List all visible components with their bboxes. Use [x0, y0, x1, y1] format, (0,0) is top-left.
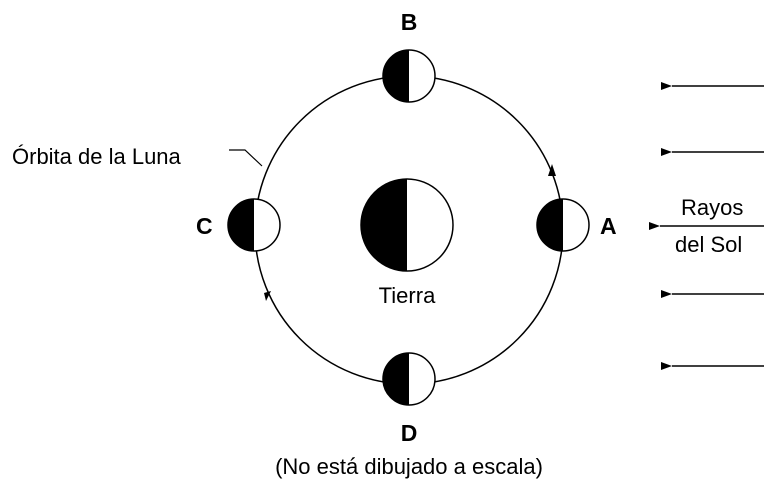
moon-b: [382, 49, 436, 103]
sun-rays-label-line1: Rayos: [681, 195, 743, 220]
moon-d-label: D: [401, 420, 418, 446]
orbit-direction-arrow-left: [264, 291, 271, 301]
orbit-label: Órbita de la Luna: [12, 144, 182, 169]
orbit-direction-arrow-right: [548, 164, 556, 176]
moon-a: [536, 198, 590, 252]
earth-label: Tierra: [379, 283, 436, 308]
scale-note: (No está dibujado a escala): [275, 454, 543, 479]
sun-rays-label-line2: del Sol: [675, 232, 742, 257]
moon-d: [382, 352, 436, 406]
earth: [360, 178, 454, 272]
orbit-leader-line: [229, 149, 263, 167]
moon-b-label: B: [401, 9, 418, 35]
moon-c: [227, 198, 281, 252]
moon-a-label: A: [600, 213, 617, 239]
moon-c-label: C: [196, 213, 213, 239]
